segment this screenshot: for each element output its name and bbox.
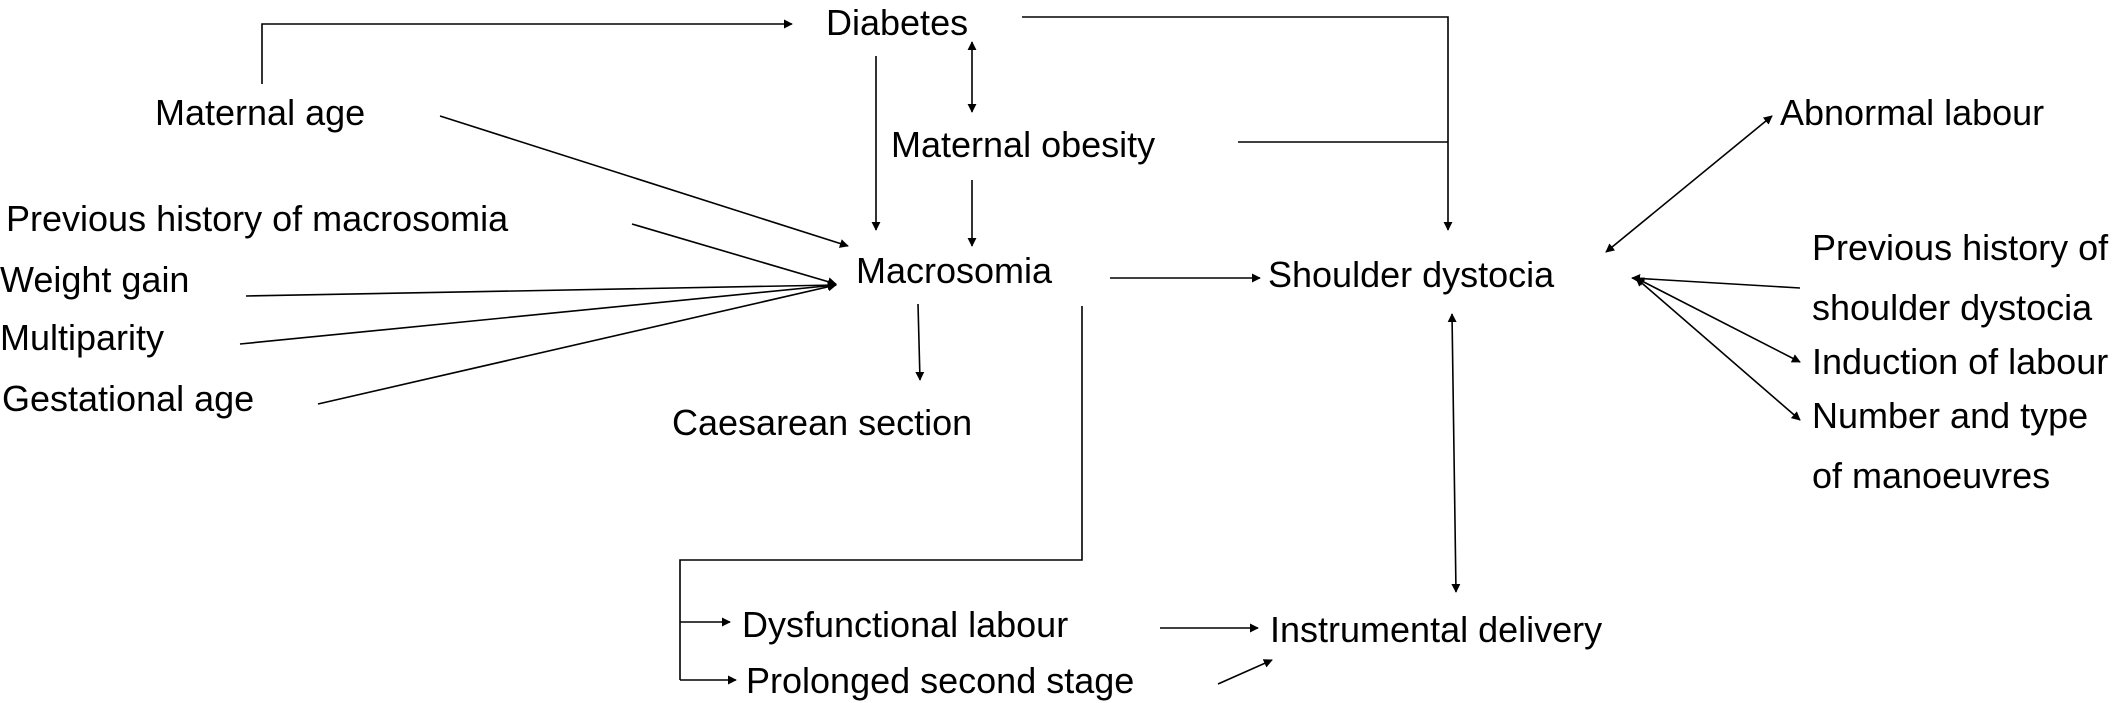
node-macrosomia: Macrosomia bbox=[856, 250, 1053, 291]
edge-shoulder-dystocia-instrumental bbox=[1447, 313, 1461, 593]
edge-macrosomia-to-caesarean bbox=[915, 303, 925, 381]
node-maternal-obesity: Maternal obesity bbox=[891, 124, 1156, 165]
edge-weight-gain-to-macrosomia bbox=[245, 280, 837, 297]
node-previous-history-shoulder-dystocia-line2: shoulder dystocia bbox=[1812, 287, 2093, 328]
node-dysfunctional-labour: Dysfunctional labour bbox=[742, 604, 1069, 645]
node-previous-history-macrosomia: Previous history of macrosomia bbox=[6, 198, 509, 239]
edge-diabetes-to-shoulder-dystocia bbox=[1022, 16, 1453, 231]
node-multiparity: Multiparity bbox=[0, 317, 165, 358]
edge-shoulder-dystocia-manoeuvres bbox=[1635, 277, 1801, 421]
node-number-type-manoeuvres-line1: Number and type bbox=[1812, 395, 2089, 436]
node-induction-of-labour: Induction of labour bbox=[1812, 341, 2109, 382]
edge-macrosomia-to-labour-branch bbox=[679, 306, 1083, 680]
node-number-type-manoeuvres-line2: of manoeuvres bbox=[1812, 455, 2051, 496]
node-number-type-manoeuvres: Number and type of manoeuvres bbox=[1812, 386, 2088, 506]
node-abnormal-labour: Abnormal labour bbox=[1780, 92, 2045, 133]
edge-shoulder-dystocia-abnormal-labour bbox=[1605, 115, 1773, 253]
edge-multiparity-to-macrosomia bbox=[239, 281, 837, 345]
edge-prev-macrosomia-to-macrosomia bbox=[631, 223, 837, 287]
node-instrumental-delivery: Instrumental delivery bbox=[1270, 609, 1603, 650]
edge-maternal-age-to-macrosomia bbox=[439, 115, 849, 248]
edge-maternal-age-to-diabetes bbox=[261, 19, 793, 84]
node-diabetes: Diabetes bbox=[826, 2, 969, 43]
node-previous-history-shoulder-dystocia-line1: Previous history of bbox=[1812, 227, 2109, 268]
edge-prolonged-to-instrumental bbox=[1217, 659, 1273, 685]
node-prolonged-second-stage: Prolonged second stage bbox=[746, 660, 1135, 701]
node-gestational-age: Gestational age bbox=[2, 378, 255, 419]
node-weight-gain: Weight gain bbox=[0, 259, 190, 300]
edge-gestational-age-to-macrosomia bbox=[317, 282, 837, 405]
node-caesarean-section: Caesarean section bbox=[672, 402, 973, 443]
edge-prev-dystocia-to-shoulder-dystocia bbox=[1631, 273, 1801, 289]
node-maternal-age: Maternal age bbox=[155, 92, 366, 133]
node-shoulder-dystocia: Shoulder dystocia bbox=[1268, 254, 1555, 295]
node-previous-history-shoulder-dystocia: Previous history of shoulder dystocia bbox=[1812, 218, 2108, 338]
